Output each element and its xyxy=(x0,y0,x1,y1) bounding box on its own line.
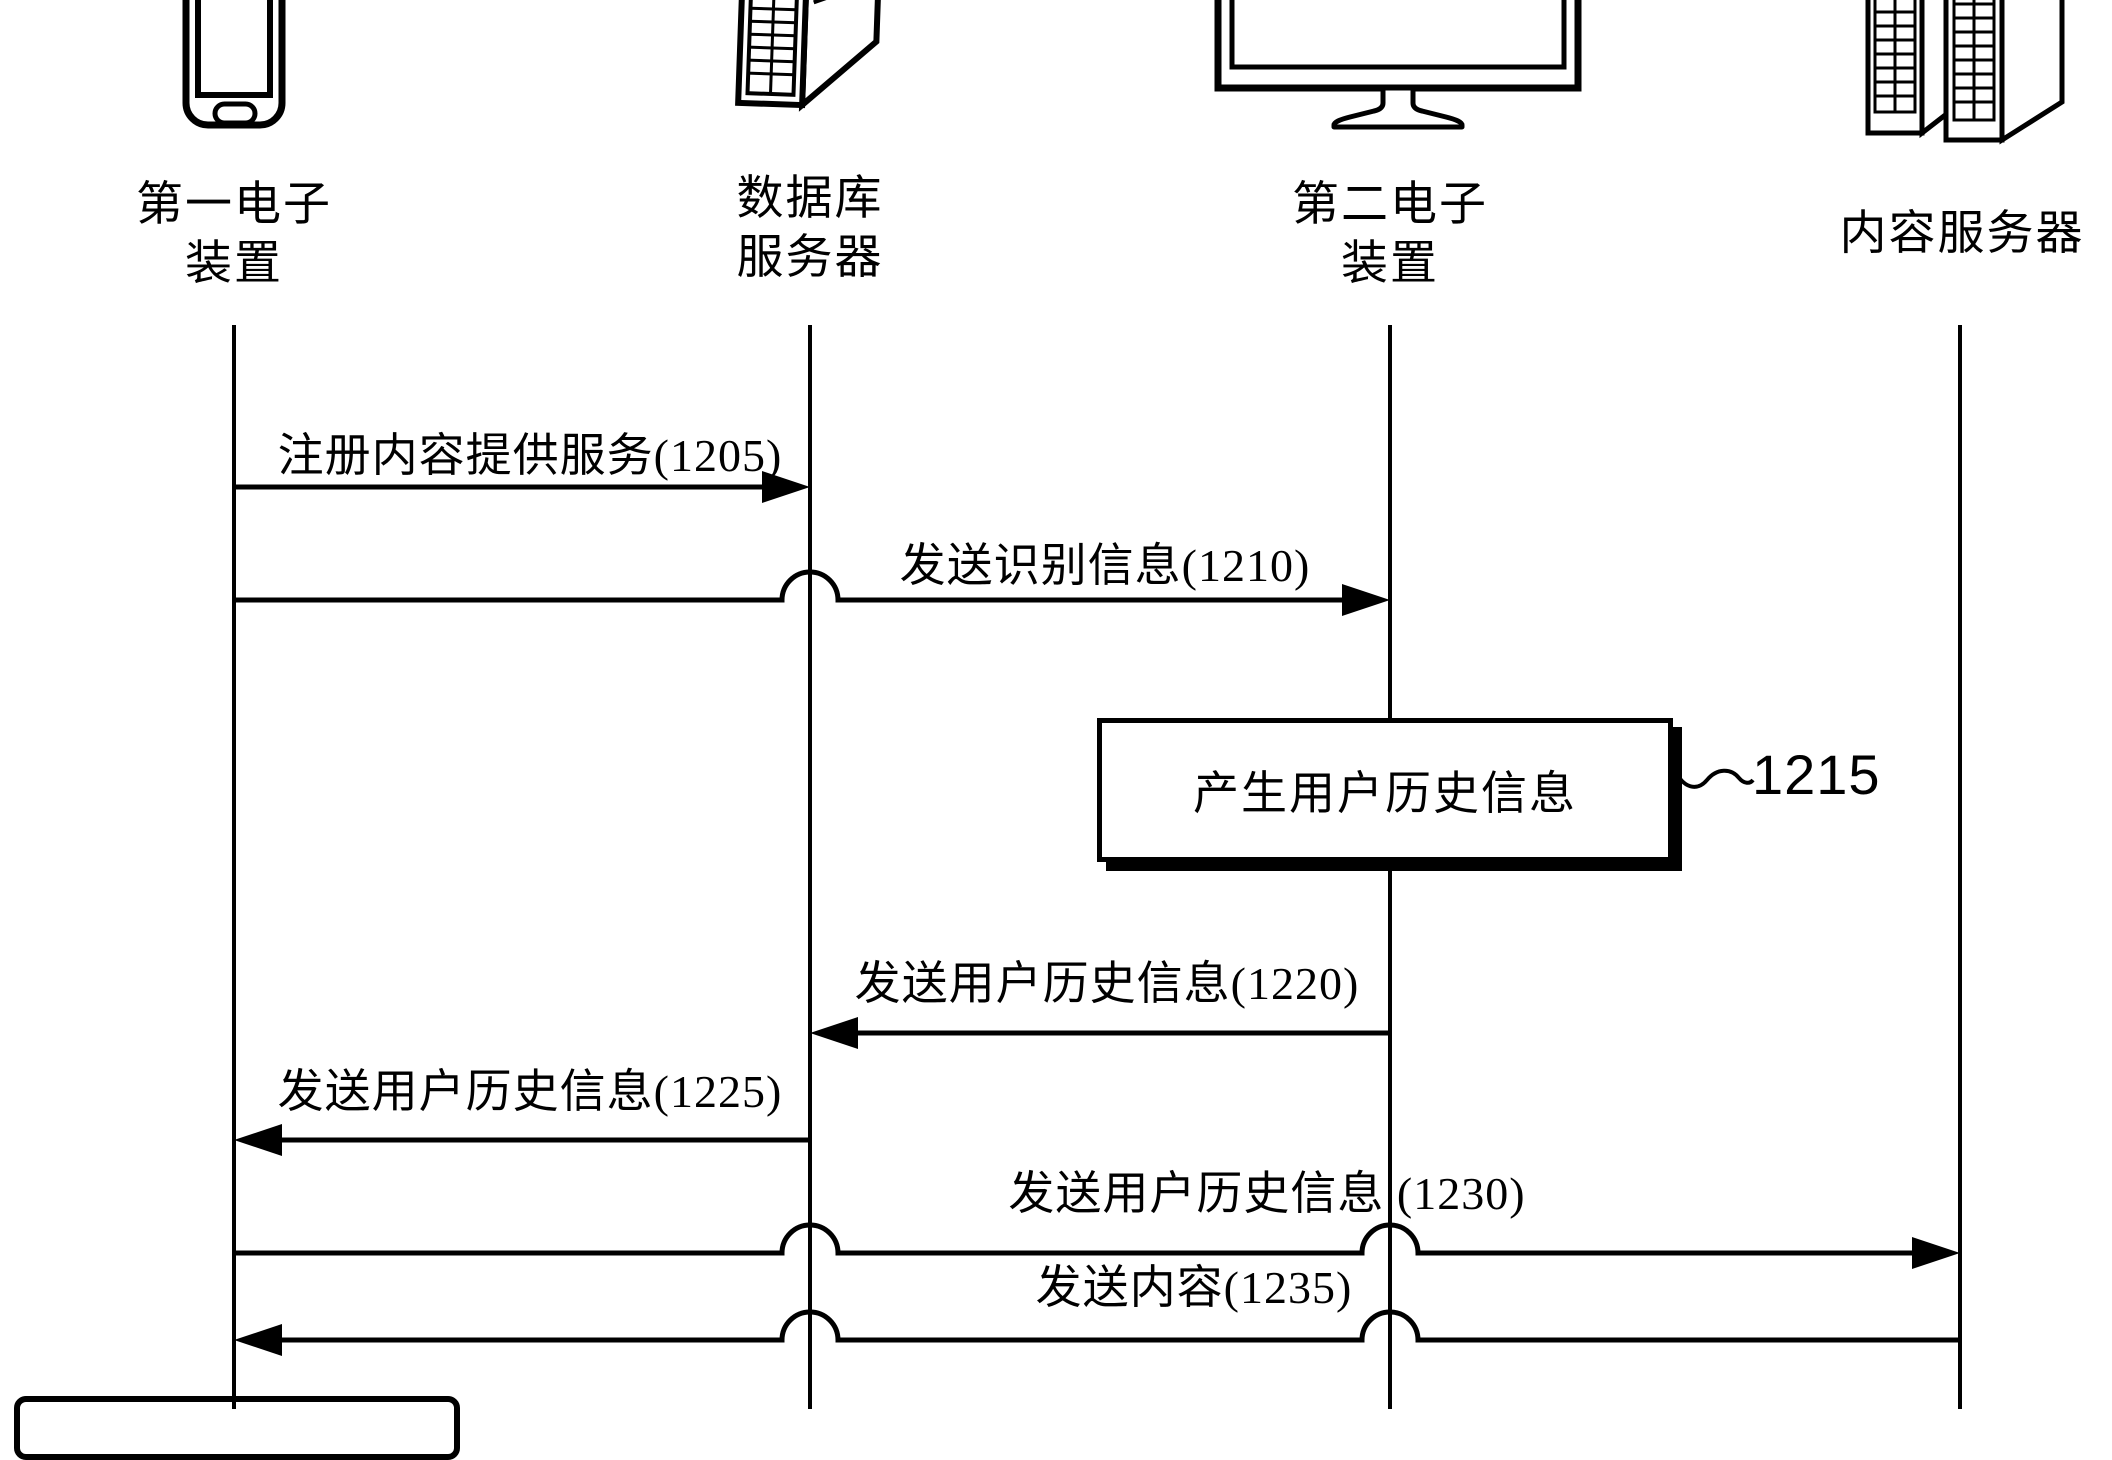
diagram-canvas xyxy=(182,0,2065,1409)
message-label-1225: 发送用户历史信息(1225) xyxy=(277,1066,783,1117)
participant-label-line: 第一电子 xyxy=(136,179,332,231)
message-label-1230: 发送用户历史信息 (1230) xyxy=(1008,1168,1526,1219)
participant-label-line: 装置 xyxy=(1341,238,1439,290)
participant-label-line: 内容服务器 xyxy=(1839,208,2085,260)
participant-label-content-server: 内容服务器 xyxy=(1840,205,2085,264)
sequence-diagram: 第一电子 装置 数据库 服务器 第二电子 装置 内容服务器 注册内容提供服务(1… xyxy=(14,0,2085,1460)
process-box: 产生用户历史信息 xyxy=(1097,718,1673,862)
participant-label-first-device: 第一电子 装置 xyxy=(136,176,332,294)
participant-label-line: 服务器 xyxy=(736,232,884,284)
participant-label-line: 装置 xyxy=(185,238,283,290)
smartphone-icon xyxy=(182,0,286,129)
message-label-1235: 发送内容(1235) xyxy=(1035,1262,1353,1313)
message-label-1205: 注册内容提供服务(1205) xyxy=(277,430,783,481)
message-label-1220: 发送用户历史信息(1220) xyxy=(854,958,1360,1009)
ref-connector-squiggle xyxy=(1673,768,1755,789)
server-tower-icon xyxy=(735,0,884,112)
message-arrow-1220 xyxy=(810,1017,1390,1049)
monitor-icon xyxy=(1214,0,1582,130)
process-box-ref-label: 1215 xyxy=(1752,743,1881,806)
message-arrow-1205 xyxy=(234,471,810,503)
dual-server-icon xyxy=(1865,0,2065,145)
participant-label-line: 数据库 xyxy=(736,173,884,225)
message-arrow-1225 xyxy=(234,1124,810,1156)
participant-label-database-server: 数据库 服务器 xyxy=(737,170,884,288)
message-arrow-1230 xyxy=(234,1222,1960,1269)
process-box-label: 产生用户历史信息 xyxy=(1193,768,1577,819)
message-arrow-1235 xyxy=(234,1309,1960,1356)
participant-label-line: 第二电子 xyxy=(1292,179,1488,231)
message-label-1210: 发送识别信息(1210) xyxy=(899,540,1311,591)
message-arrow-1210 xyxy=(234,569,1390,616)
partial-box-bottom xyxy=(14,1396,460,1460)
participant-label-second-device: 第二电子 装置 xyxy=(1292,176,1488,294)
